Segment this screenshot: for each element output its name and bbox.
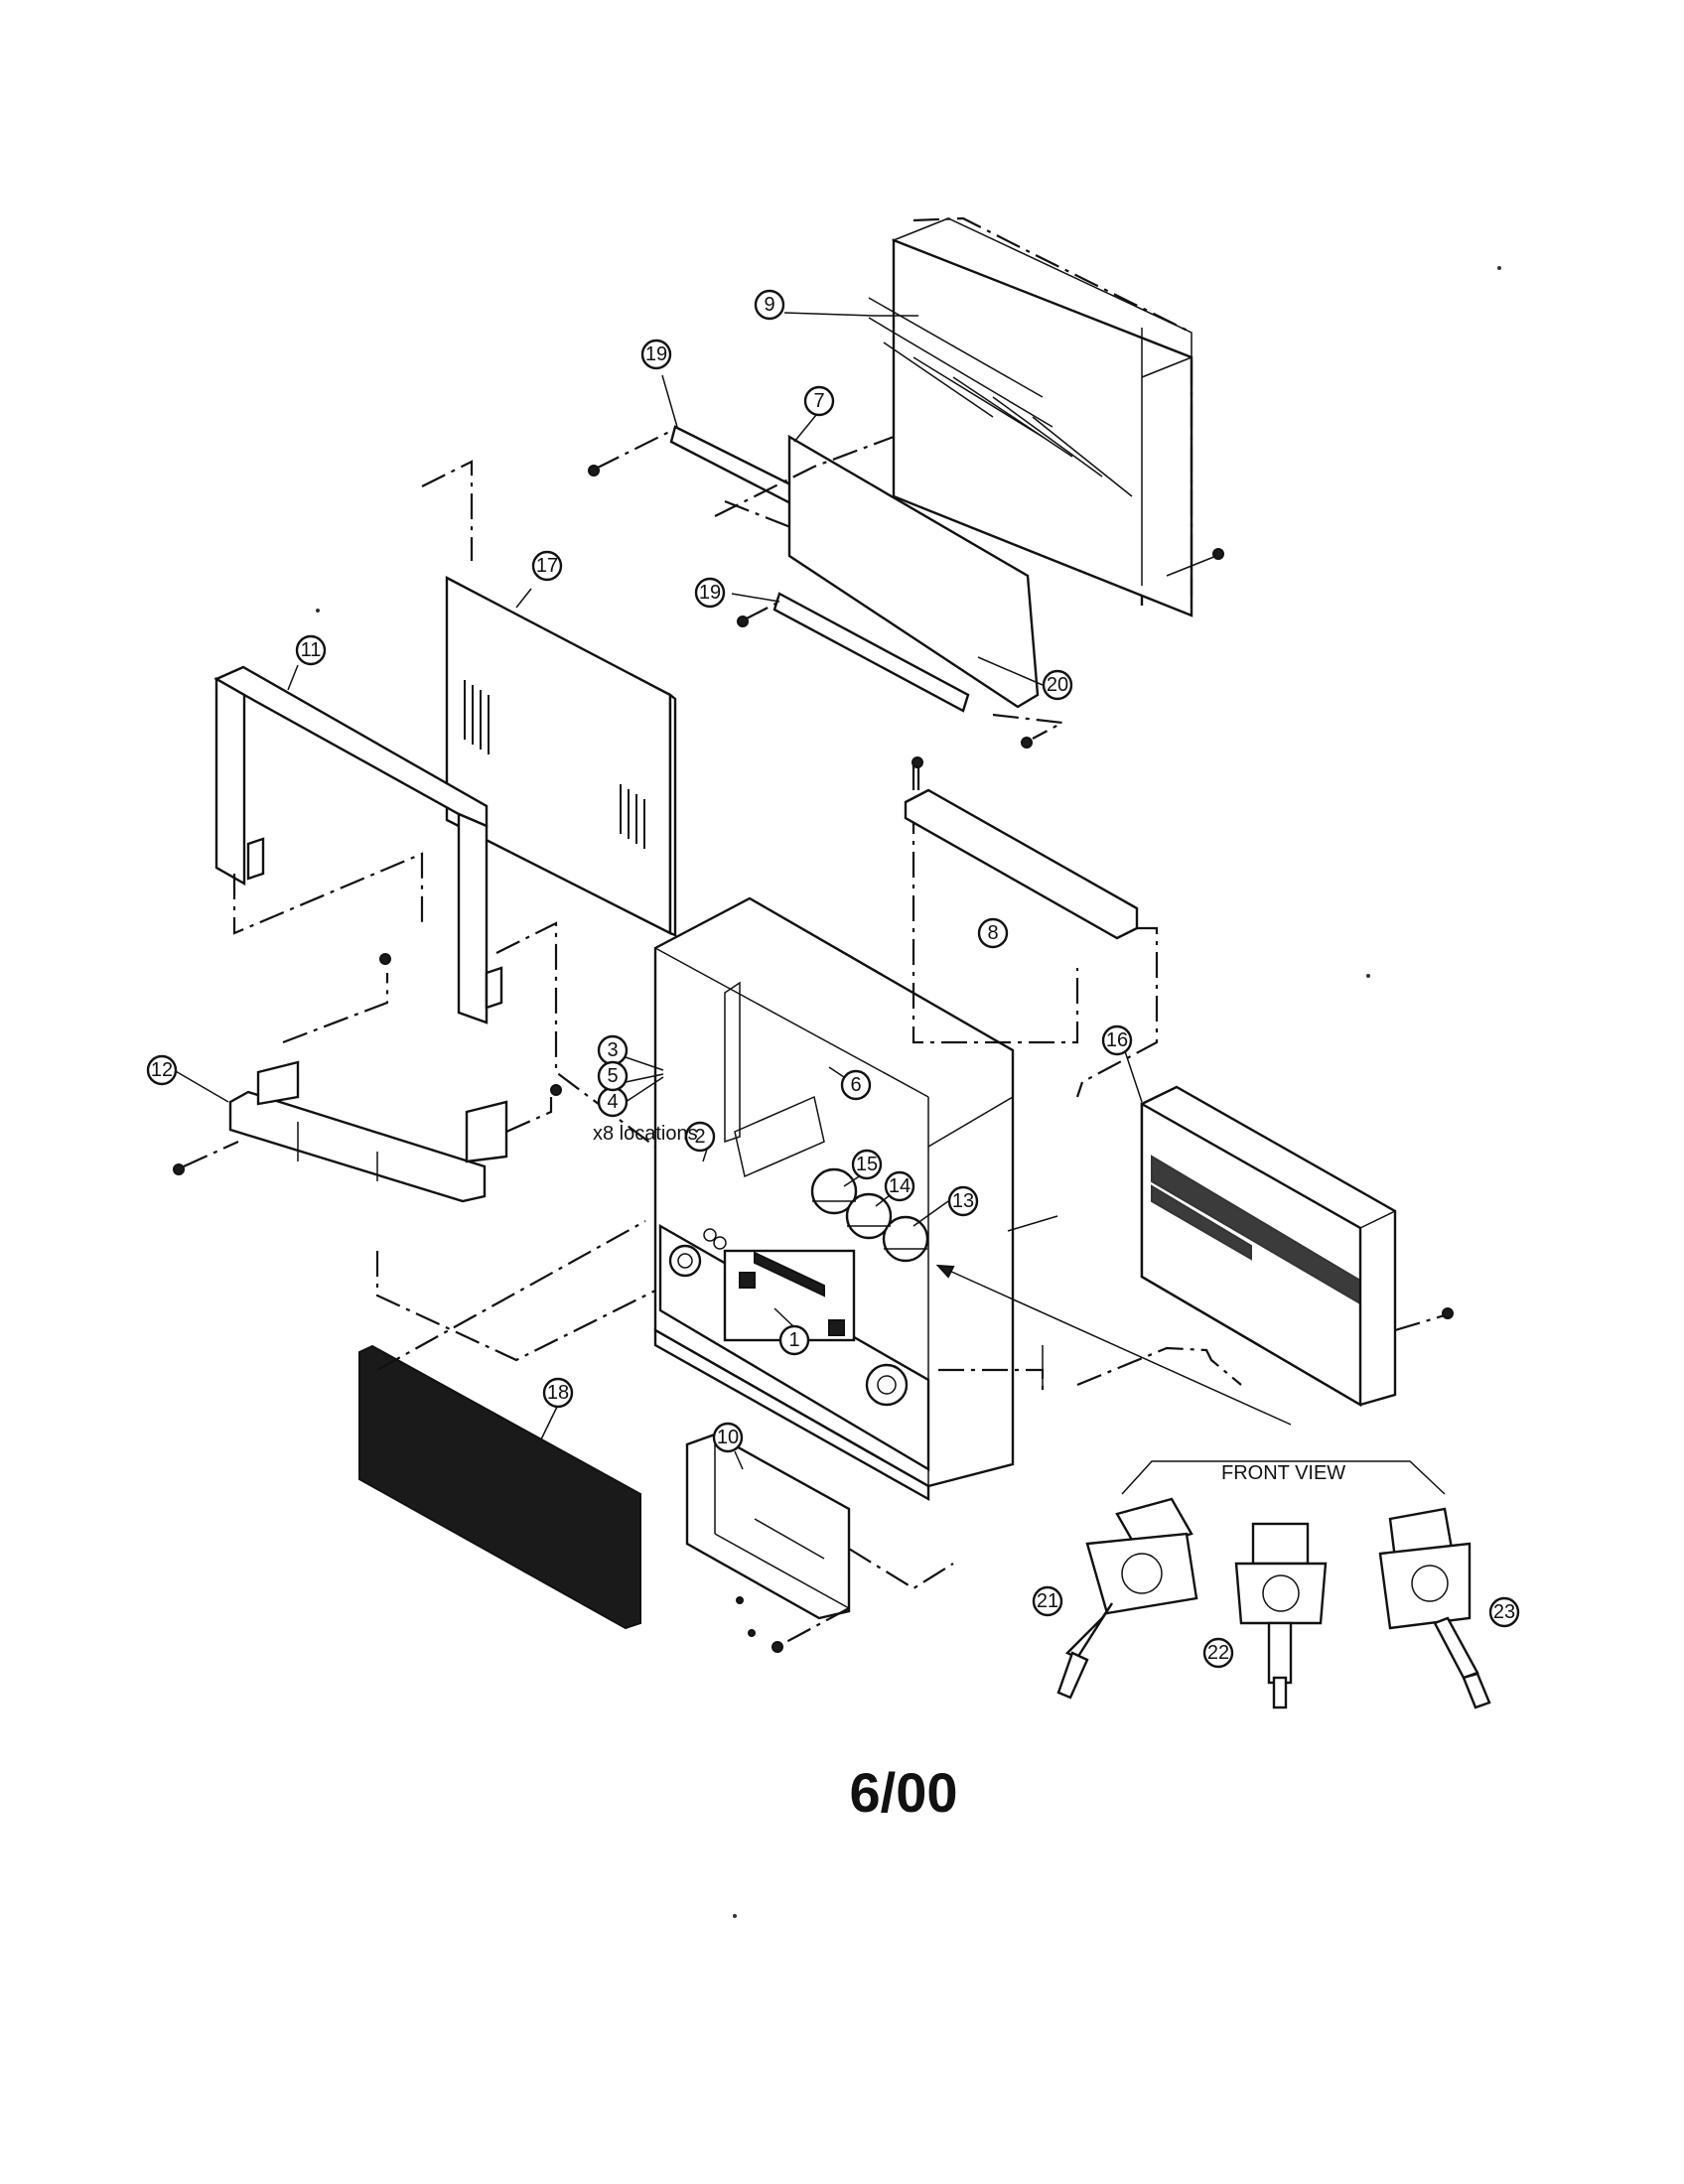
svg-text:14: 14: [889, 1175, 911, 1197]
bottom-panel: [685, 1433, 851, 1620]
callout-19-lower: 19: [694, 577, 726, 609]
crt-tube-front-view-22: [1234, 1522, 1328, 1709]
mirror-panel: [787, 434, 1040, 709]
base-trim: [228, 1060, 508, 1203]
front-view-label: FRONT VIEW: [1221, 1462, 1345, 1484]
back-cover-panel: [445, 576, 677, 937]
svg-text:8: 8: [987, 922, 998, 944]
crt-tube-middle: [845, 1192, 893, 1240]
svg-text:19: 19: [699, 582, 721, 604]
cabinet-brace: [904, 788, 1139, 940]
callout-11: 11: [295, 634, 327, 666]
svg-text:4: 4: [607, 1091, 618, 1113]
svg-text:11: 11: [301, 639, 322, 661]
back-grille-vents: [1151, 1155, 1361, 1305]
callout-14: 14: [884, 1170, 915, 1202]
x8-locations-note: x8 locations: [593, 1123, 698, 1145]
callout-19-upper: 19: [640, 339, 672, 370]
back-cover-vents-upper: [464, 680, 490, 754]
callout-13: 13: [947, 1185, 979, 1217]
callout-3: 3: [597, 1034, 629, 1066]
callout-9: 9: [754, 289, 785, 321]
right-speaker: [865, 1363, 909, 1407]
svg-text:6: 6: [850, 1074, 861, 1096]
svg-text:21: 21: [1037, 1590, 1058, 1612]
svg-text:16: 16: [1106, 1029, 1128, 1051]
svg-text:5: 5: [607, 1065, 618, 1087]
callout-4: 4: [597, 1086, 629, 1118]
back-grille-panel: [1140, 1085, 1397, 1408]
svg-text:15: 15: [856, 1154, 878, 1175]
mirror-frame-assembly: [868, 217, 1193, 617]
callout-20: 20: [1042, 669, 1073, 701]
front-view-bracket: [1121, 1460, 1446, 1495]
callout-1: 1: [778, 1324, 810, 1356]
callout-23: 23: [1488, 1596, 1520, 1628]
callout-7: 7: [803, 385, 835, 417]
svg-text:10: 10: [717, 1427, 739, 1448]
callout-2: 2: [684, 1121, 716, 1153]
callout-6: 6: [840, 1069, 872, 1101]
crt-tube-front-view-23: [1378, 1507, 1491, 1709]
front-speaker-grille: [358, 1344, 641, 1630]
callout-17: 17: [531, 550, 563, 582]
svg-text:12: 12: [151, 1059, 173, 1081]
left-speaker: [668, 1244, 702, 1278]
callout-22: 22: [1202, 1637, 1234, 1669]
date-code: 6/00: [850, 1761, 958, 1824]
crt-tube-left: [810, 1167, 858, 1215]
callout-10: 10: [712, 1422, 744, 1453]
callout-markers: 1 2 3 4 5 6 7 8 9 10 11 12 13 14 15 16 1…: [146, 289, 1520, 1669]
crt-tube-right: [882, 1215, 929, 1263]
callout-16: 16: [1101, 1024, 1133, 1056]
front-frame: [213, 665, 503, 1024]
svg-text:7: 7: [813, 390, 824, 412]
svg-text:9: 9: [764, 294, 774, 316]
crt-tube-front-view-21: [1056, 1497, 1198, 1700]
callout-21: 21: [1032, 1585, 1063, 1617]
svg-text:20: 20: [1047, 674, 1068, 696]
svg-text:19: 19: [645, 343, 667, 365]
svg-text:17: 17: [536, 555, 558, 577]
svg-text:3: 3: [607, 1039, 618, 1061]
svg-text:2: 2: [694, 1126, 705, 1148]
svg-text:23: 23: [1493, 1601, 1515, 1623]
svg-text:22: 22: [1207, 1642, 1229, 1664]
callout-18: 18: [542, 1377, 574, 1409]
callout-12: 12: [146, 1054, 178, 1086]
svg-text:1: 1: [788, 1329, 799, 1351]
callout-15: 15: [851, 1149, 883, 1180]
svg-text:18: 18: [547, 1382, 569, 1404]
svg-text:13: 13: [952, 1190, 974, 1212]
callout-5: 5: [597, 1060, 629, 1092]
callout-8: 8: [977, 917, 1009, 949]
back-cover-vents-lower: [620, 784, 645, 849]
